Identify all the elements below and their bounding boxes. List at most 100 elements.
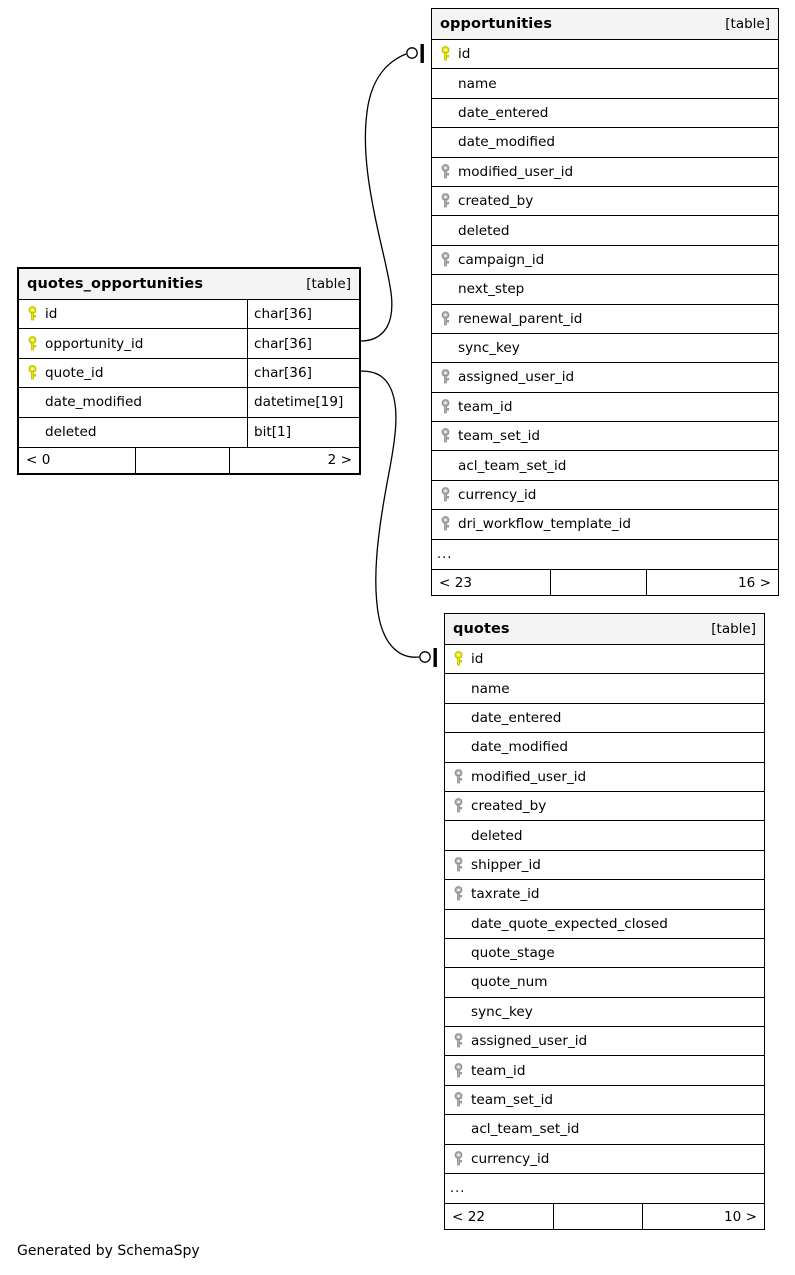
footer-left-count[interactable]: < 0 (26, 452, 51, 469)
column-name-label: id (458, 46, 471, 63)
table-row[interactable]: acl_team_set_id (432, 451, 778, 481)
no-key-spacer (27, 424, 38, 440)
column-name-label: next_step (458, 281, 525, 298)
foreign-key-icon (453, 1062, 464, 1079)
table-row[interactable]: id (432, 40, 778, 70)
column-name-cell: date_entered (432, 99, 778, 127)
column-name-label: modified_user_id (471, 768, 587, 785)
column-name-label: currency_id (471, 1150, 550, 1167)
no-key-spacer (440, 105, 451, 121)
table-type-tag: [table] (306, 276, 351, 292)
table-row[interactable]: sync_key (432, 334, 778, 364)
foreign-key-icon (453, 1150, 464, 1167)
foreign-key-icon (453, 798, 464, 814)
table-name: quotes (453, 621, 510, 637)
foreign-key-icon (440, 252, 451, 268)
table-row[interactable]: currency_id (445, 1145, 764, 1175)
table-row[interactable]: date_modified (445, 733, 764, 763)
table-row[interactable]: quote_num (445, 968, 764, 998)
table-row[interactable]: next_step (432, 275, 778, 305)
table-row[interactable]: taxrate_id (445, 880, 764, 910)
table-row[interactable]: created_by (432, 187, 778, 217)
footer-right-count[interactable]: 16 > (737, 574, 771, 591)
footer-right-count[interactable]: 2 > (327, 452, 352, 469)
table-opportunities[interactable]: opportunities [table] id name date_entered… (431, 8, 779, 597)
column-name-cell: sync_key (432, 334, 778, 362)
more-columns-label: ... (437, 546, 453, 562)
more-columns-row[interactable]: ... (445, 1174, 764, 1203)
column-name-label: quote_id (45, 364, 104, 381)
table-row[interactable]: dri_workflow_template_id (432, 510, 778, 540)
table-row[interactable]: assigned_user_id (445, 1027, 764, 1057)
table-row[interactable]: id (445, 645, 764, 675)
primary-key-icon (27, 306, 38, 322)
cardinality-zero-marker (406, 47, 418, 59)
column-name-cell: name (445, 674, 764, 702)
column-name-label: date_quote_expected_closed (471, 915, 668, 932)
table-row[interactable]: date_modified (432, 128, 778, 158)
table-row[interactable]: currency_id (432, 481, 778, 511)
table-row[interactable]: assigned_user_id (432, 363, 778, 393)
table-row[interactable]: team_id (445, 1056, 764, 1086)
table-row[interactable]: quote_stage (445, 939, 764, 969)
table-row[interactable]: date_entered (445, 704, 764, 734)
foreign-key-icon (440, 369, 451, 385)
column-name-cell: quote_num (445, 968, 764, 996)
column-name-cell: date_entered (445, 704, 764, 732)
table-row[interactable]: name (432, 69, 778, 99)
table-row[interactable]: date_quote_expected_closed (445, 910, 764, 939)
no-key-spacer (27, 394, 38, 410)
table-row[interactable]: team_set_id (445, 1086, 764, 1116)
table-row[interactable]: sync_key (445, 998, 764, 1028)
column-name-label: name (458, 75, 497, 92)
column-name-label: sync_key (458, 340, 520, 357)
table-row[interactable]: campaign_id (432, 246, 778, 276)
table-row[interactable]: team_set_id (432, 422, 778, 452)
no-key-spacer (453, 739, 464, 755)
no-key-spacer (440, 76, 451, 92)
foreign-key-icon (440, 428, 451, 444)
footer-left-count[interactable]: < 22 (452, 1208, 486, 1225)
table-row[interactable]: shipper_id (445, 851, 764, 881)
table-row[interactable]: renewal_parent_id (432, 305, 778, 334)
table-row[interactable]: quote_id char[36] (19, 358, 359, 389)
footer-middle (134, 447, 230, 473)
footer-left-count[interactable]: < 23 (439, 574, 473, 591)
table-row[interactable]: modified_user_id (445, 763, 764, 792)
relationship-opportunity-id-to-opportunities-id (360, 44, 424, 342)
table-row[interactable]: acl_team_set_id (445, 1115, 764, 1145)
table-type-tag: [table] (725, 16, 770, 32)
no-key-spacer (453, 681, 464, 697)
primary-key-icon (453, 651, 464, 667)
column-name-label: opportunity_id (45, 335, 144, 352)
footer-right-count[interactable]: 10 > (723, 1208, 757, 1225)
table-header: opportunities [table] (432, 9, 778, 40)
table-row[interactable]: team_id (432, 393, 778, 423)
column-name-label: sync_key (471, 1003, 533, 1020)
column-name-label: date_entered (471, 709, 562, 726)
foreign-key-icon (440, 163, 451, 180)
no-key-spacer (440, 458, 451, 474)
more-columns-row[interactable]: ... (432, 540, 778, 569)
column-name-label: team_set_id (458, 428, 541, 445)
table-row[interactable]: modified_user_id (432, 158, 778, 187)
table-row[interactable]: deleted (432, 216, 778, 246)
table-row[interactable]: name (445, 674, 764, 704)
table-row[interactable]: created_by (445, 792, 764, 822)
table-row[interactable]: date_entered (432, 99, 778, 129)
column-type-cell: char[36] (247, 358, 359, 388)
no-key-spacer (453, 828, 464, 844)
column-name-label: team_id (458, 398, 513, 415)
column-name-label: deleted (471, 827, 523, 844)
column-type-cell: bit[1] (247, 417, 359, 447)
table-row[interactable]: deleted (445, 821, 764, 851)
column-name-cell: next_step (432, 275, 778, 303)
column-name-cell: shipper_id (445, 851, 764, 879)
